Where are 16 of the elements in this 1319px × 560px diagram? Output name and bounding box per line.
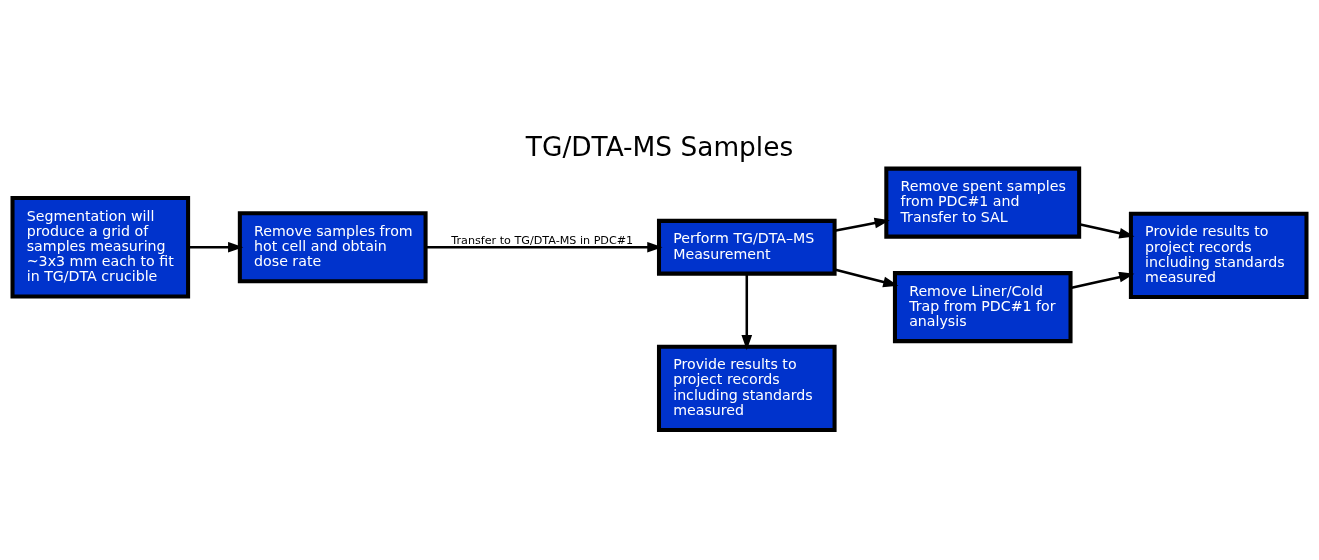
arrow (188, 241, 244, 253)
node-box: Perform TG/DTA–MS Measurement (656, 218, 837, 276)
node-box: Provide results to project records including standards measured (1128, 211, 1309, 299)
node-box: Remove spent samples from PDC#1 and Transfer to SAL (884, 166, 1082, 239)
node-box: Segmentation will produce a grid of samples measuring ~3x3 mm each to fit in TG/DTA crucible (10, 195, 191, 298)
arrow (741, 273, 753, 350)
arrow (834, 217, 890, 232)
node-box: Remove Liner/Cold Trap from PDC#1 for analysis (892, 270, 1073, 343)
arrow (425, 241, 663, 253)
arrow (1070, 271, 1135, 289)
arrow (1078, 222, 1135, 238)
arrow (834, 267, 899, 287)
node-box: Provide results to project records including standards measured (656, 344, 837, 432)
edge-label: Transfer to TG/DTA-MS in PDC#1 (451, 233, 634, 247)
diagram-title: TG/DTA-MS Samples (525, 131, 794, 162)
node-box: Remove samples from hot cell and obtain dose rate (237, 210, 428, 283)
